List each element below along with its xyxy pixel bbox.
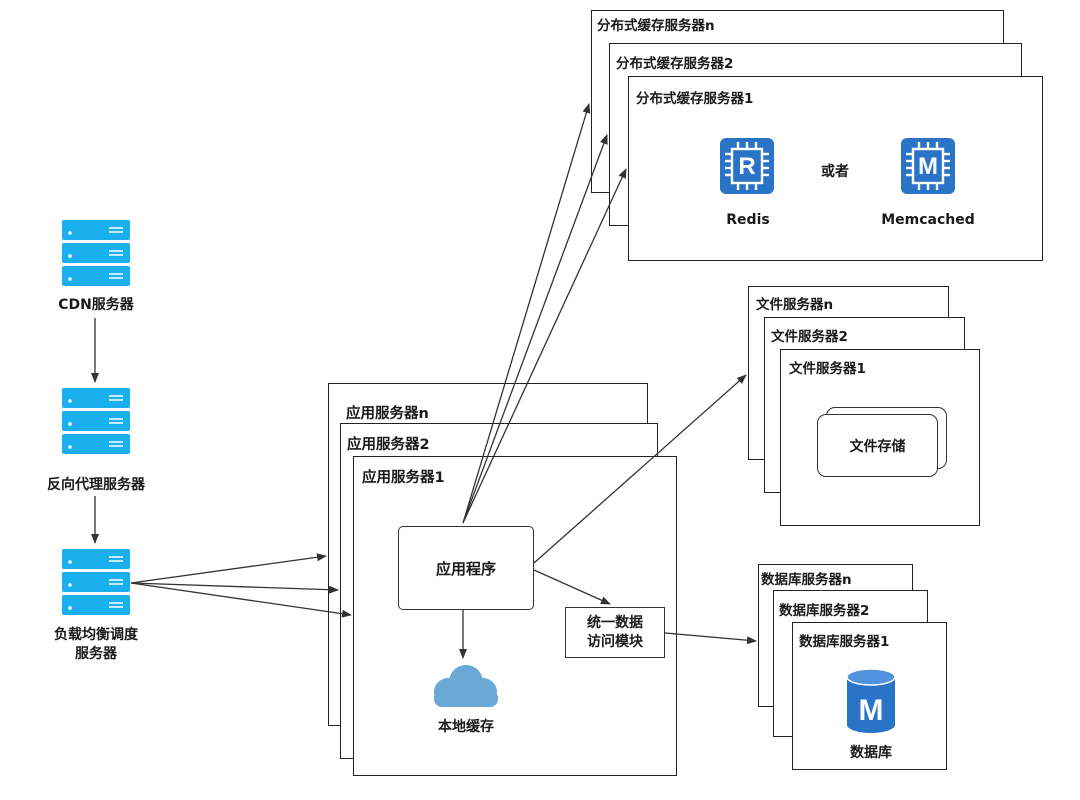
database-label: 数据库 bbox=[850, 745, 892, 761]
memcached-glyph: M bbox=[918, 153, 938, 180]
db-server-n-label: 数据库服务器n bbox=[761, 572, 852, 588]
app-server-1-label: 应用服务器1 bbox=[362, 470, 445, 486]
local-cache-label: 本地缓存 bbox=[438, 719, 494, 735]
unified-data-access-line2: 访问模块 bbox=[587, 633, 643, 650]
cache-server-n-label: 分布式缓存服务器n bbox=[597, 18, 715, 34]
app-server-n-label: 应用服务器n bbox=[346, 406, 429, 422]
load-balancer-label-line2: 服务器 bbox=[75, 646, 117, 662]
db-server-1-label: 数据库服务器1 bbox=[799, 634, 890, 650]
reverse-proxy-label: 反向代理服务器 bbox=[47, 477, 145, 493]
unified-data-access-box: 统一数据 访问模块 bbox=[565, 607, 665, 658]
cdn-server-label: CDN服务器 bbox=[58, 297, 134, 313]
reverse-proxy-server-icon bbox=[62, 388, 130, 454]
memcached-chip-icon: M bbox=[901, 138, 955, 194]
file-server-1-label: 文件服务器1 bbox=[789, 361, 866, 377]
cache-server-1-box bbox=[628, 76, 1043, 261]
file-storage-box: 文件存储 bbox=[817, 414, 938, 477]
cloud-icon bbox=[434, 665, 498, 707]
app-server-2-label: 应用服务器2 bbox=[347, 437, 430, 453]
redis-chip-icon: R bbox=[720, 138, 774, 194]
database-glyph: M bbox=[859, 694, 884, 727]
database-icon: M bbox=[846, 668, 896, 733]
file-server-n-label: 文件服务器n bbox=[756, 297, 834, 313]
cdn-server-icon bbox=[62, 220, 130, 286]
app-program-box: 应用程序 bbox=[398, 526, 534, 610]
redis-label: Redis bbox=[726, 212, 770, 228]
cache-server-2-label: 分布式缓存服务器2 bbox=[616, 56, 734, 72]
db-server-1-box bbox=[792, 622, 947, 770]
file-server-2-label: 文件服务器2 bbox=[771, 329, 848, 345]
or-label: 或者 bbox=[821, 164, 849, 180]
redis-glyph: R bbox=[738, 153, 755, 180]
load-balancer-label-line1: 负载均衡调度 bbox=[54, 627, 138, 643]
memcached-label: Memcached bbox=[881, 212, 975, 228]
unified-data-access-line1: 统一数据 bbox=[587, 614, 643, 631]
load-balancer-server-icon bbox=[62, 549, 130, 615]
cache-server-1-label: 分布式缓存服务器1 bbox=[636, 91, 754, 107]
db-server-2-label: 数据库服务器2 bbox=[779, 603, 870, 619]
